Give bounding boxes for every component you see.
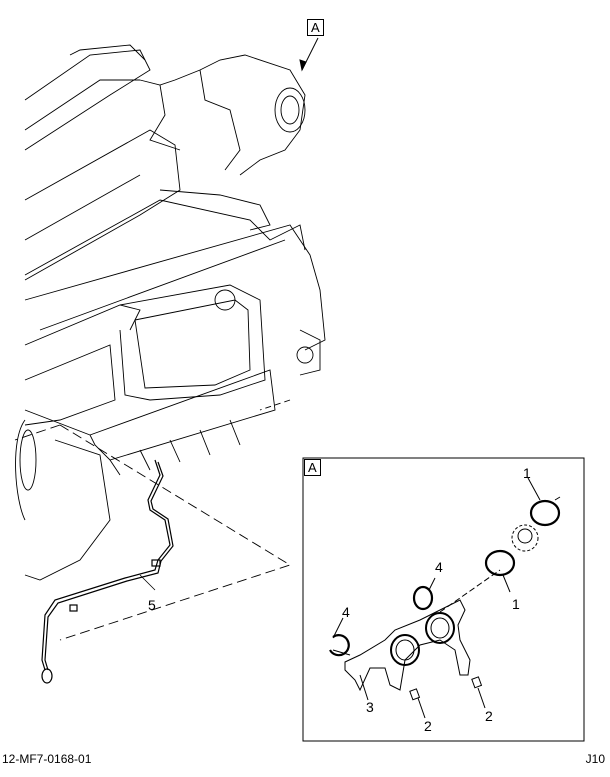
tube-assembly-5 (41, 459, 174, 684)
engine-illustration (14, 44, 326, 641)
callout-2-left: 2 (424, 718, 432, 734)
o-ring-4-upper (412, 585, 434, 611)
callout-1-upper: 1 (523, 465, 531, 481)
page-code: J10 (585, 752, 605, 766)
view-flag-main: A (307, 19, 324, 36)
callout-3: 3 (366, 699, 374, 715)
o-ring-1-lower (484, 549, 516, 577)
callout-4-upper: 4 (435, 559, 443, 575)
o-ring-1-upper (529, 499, 561, 527)
figure-id: 12-MF7-0168-01 (2, 752, 92, 766)
callout-2-right: 2 (485, 708, 493, 724)
callout-5: 5 (148, 597, 156, 613)
detail-frame (302, 457, 585, 742)
callout-4-lower: 4 (342, 604, 350, 620)
detail-view-flag: A (304, 459, 321, 476)
callout-1-lower: 1 (512, 596, 520, 612)
view-arrow-a (299, 37, 319, 72)
o-ring-4-lower (329, 634, 350, 657)
detail-parts (329, 477, 561, 719)
